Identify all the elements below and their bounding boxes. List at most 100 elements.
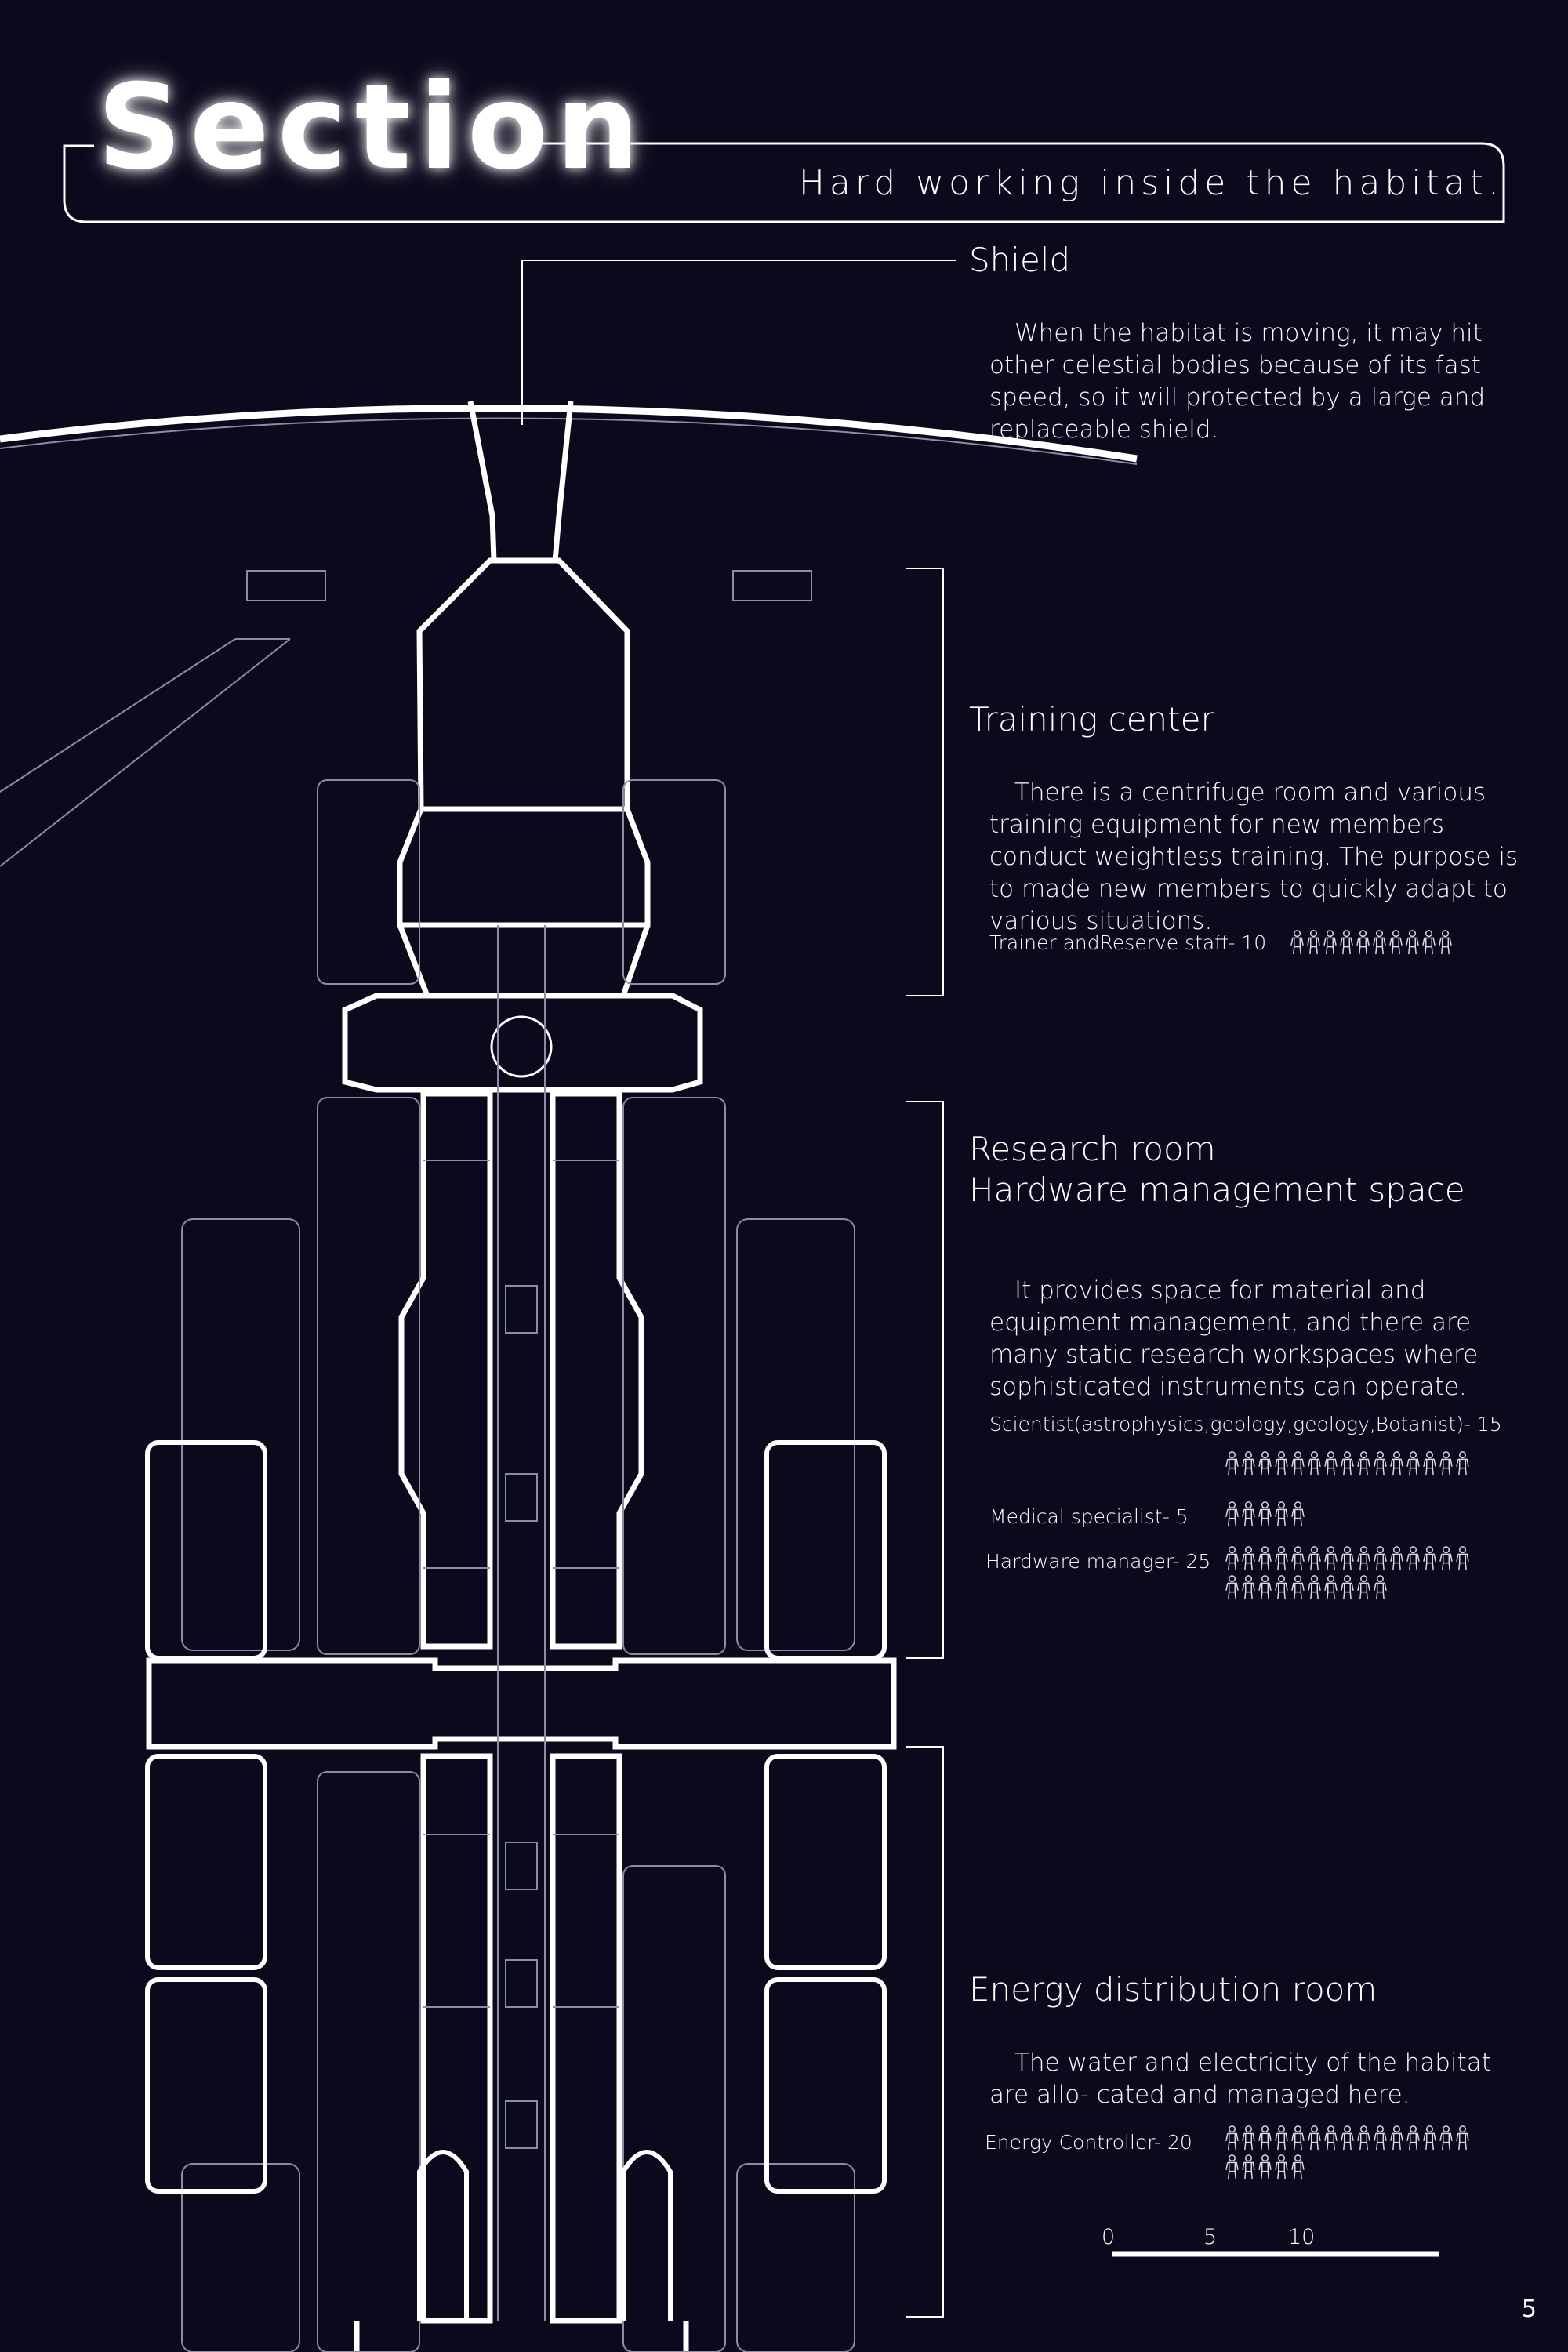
person-icon	[1291, 1546, 1305, 1571]
person-icon	[1374, 1546, 1387, 1571]
staff-label-scientist: Scientist(astrophysics,geology,geology,B…	[989, 1413, 1502, 1436]
section-body-research: It provides space for material and equip…	[989, 1276, 1479, 1401]
section-heading-training: Training center	[969, 700, 1214, 739]
person-icon	[1324, 1546, 1338, 1571]
person-icon	[1341, 2125, 1354, 2151]
person-icon	[1275, 2125, 1288, 2151]
person-icon	[1356, 930, 1370, 955]
person-icon	[1258, 1575, 1272, 1600]
person-icon	[1439, 930, 1452, 955]
person-icon	[1374, 2125, 1387, 2151]
person-icon	[1291, 2154, 1305, 2180]
person-icon	[1357, 2125, 1370, 2151]
staff-label-energy: Energy Controller- 20	[985, 2131, 1192, 2154]
person-icon	[1341, 1546, 1354, 1571]
person-icon	[1308, 1575, 1321, 1600]
person-icon	[1423, 2125, 1436, 2151]
person-icon	[1390, 1546, 1403, 1571]
person-icon	[1341, 1451, 1354, 1476]
person-icon	[1275, 1546, 1288, 1571]
person-icon	[1291, 2125, 1305, 2151]
person-icon	[1324, 1575, 1338, 1600]
person-icon	[1374, 1575, 1387, 1600]
person-icon	[1291, 1451, 1305, 1476]
side-modules	[0, 570, 855, 2352]
section-heading-research: Research room	[969, 1130, 1216, 1168]
person-icon	[1225, 1501, 1239, 1526]
scale-tick-0: 0	[1102, 2225, 1116, 2249]
page-number: 5	[1521, 2296, 1537, 2323]
section-body-energy: The water and electricity of the habitat…	[989, 2049, 1491, 2109]
person-icon	[1308, 1546, 1321, 1571]
person-icon	[1389, 930, 1403, 955]
person-icon	[1374, 1451, 1387, 1476]
person-icon	[1390, 2125, 1403, 2151]
tower-inner-lines	[423, 925, 619, 2321]
person-icon	[1225, 1451, 1239, 1476]
person-icon	[1456, 1546, 1469, 1571]
person-icon	[1307, 930, 1320, 955]
section-brackets	[906, 568, 944, 2318]
person-icon	[1242, 1451, 1255, 1476]
person-icon	[1390, 1451, 1403, 1476]
section-body-shield: When the habitat is moving, it may hit o…	[989, 319, 1486, 444]
person-icon	[1242, 1501, 1255, 1526]
living-pods	[145, 1440, 887, 2321]
staff-label-medical: Medical specialist- 5	[989, 1505, 1189, 1528]
person-icon	[1406, 1451, 1420, 1476]
section-body-training: There is a centrifuge room and various t…	[989, 779, 1519, 935]
staff-icons-scientist	[1225, 1450, 1483, 1477]
person-icon	[1373, 930, 1386, 955]
scale-bar	[1112, 2247, 1439, 2257]
staff-label-hardware: Hardware manager- 25	[985, 1550, 1211, 1573]
person-icon	[1422, 930, 1436, 955]
person-icon	[1275, 2154, 1288, 2180]
shield	[0, 260, 1138, 564]
staff-label-trainer: Trainer andReserve staff- 10	[989, 931, 1267, 954]
person-icon	[1258, 1501, 1272, 1526]
page-subtitle: Hard working inside the habitat.	[798, 163, 1504, 203]
person-icon	[1357, 1575, 1370, 1600]
person-icon	[1225, 2125, 1239, 2151]
staff-icons-medical	[1225, 1501, 1483, 1527]
person-icon	[1258, 2154, 1272, 2180]
staff-icons-trainer	[1290, 929, 1462, 956]
person-icon	[1291, 1501, 1305, 1526]
person-icon	[1225, 1546, 1239, 1571]
person-icon	[1291, 1575, 1305, 1600]
person-icon	[1439, 1451, 1453, 1476]
person-icon	[1324, 1451, 1338, 1476]
person-icon	[1258, 1451, 1272, 1476]
page-title: Section	[97, 60, 648, 196]
section-heading-hardware: Hardware management space	[969, 1171, 1465, 1209]
person-icon	[1456, 2125, 1469, 2151]
header-frame	[63, 142, 1505, 223]
person-icon	[1406, 930, 1419, 955]
person-icon	[1275, 1451, 1288, 1476]
person-icon	[1357, 1546, 1370, 1571]
person-icon	[1242, 1575, 1255, 1600]
person-icon	[1258, 1546, 1272, 1571]
person-icon	[1456, 1451, 1469, 1476]
person-icon	[1258, 2125, 1272, 2151]
person-icon	[1340, 930, 1353, 955]
section-heading-energy: Energy distribution room	[969, 1970, 1377, 2009]
person-icon	[1308, 1451, 1321, 1476]
scale-tick-10: 10	[1288, 2225, 1316, 2249]
person-icon	[1242, 2154, 1255, 2180]
person-icon	[1423, 1546, 1436, 1571]
central-tower	[146, 557, 897, 2352]
person-icon	[1357, 1451, 1370, 1476]
staff-icons-hardware	[1225, 1545, 1483, 1601]
staff-icons-energy	[1225, 2125, 1483, 2180]
person-icon	[1225, 1575, 1239, 1600]
person-icon	[1242, 2125, 1255, 2151]
person-icon	[1406, 2125, 1420, 2151]
person-icon	[1323, 930, 1337, 955]
person-icon	[1290, 930, 1304, 955]
person-icon	[1439, 2125, 1453, 2151]
person-icon	[1275, 1575, 1288, 1600]
person-icon	[1324, 2125, 1338, 2151]
scale-tick-5: 5	[1203, 2225, 1218, 2249]
